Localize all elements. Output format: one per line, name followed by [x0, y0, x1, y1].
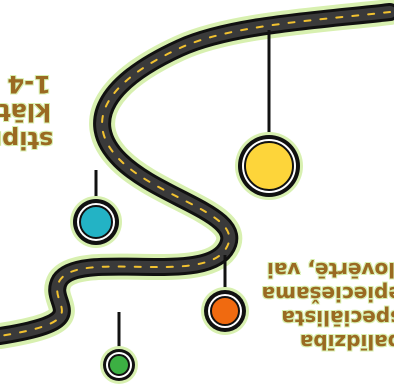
- right-text-line-2: speciālista: [232, 306, 394, 330]
- right-text-line-3: epieciešama: [232, 282, 394, 306]
- left-text-block: stipri klātb 1-4 n: [0, 70, 92, 154]
- left-text-line-2: klātb: [0, 98, 92, 126]
- right-text-line-4: īlovērtē, vai: [232, 258, 394, 282]
- teal-circle-icon: [70, 196, 122, 248]
- yellow-circle-icon: [235, 132, 303, 200]
- right-text-block: palīdzība speciālista epieciešama īlovēr…: [232, 258, 394, 354]
- green-circle-icon: [100, 346, 138, 384]
- right-text-line-1: palīdzība: [232, 330, 394, 354]
- left-text-line-1: stipri: [0, 126, 92, 154]
- left-text-line-3: 1-4 n: [0, 70, 92, 98]
